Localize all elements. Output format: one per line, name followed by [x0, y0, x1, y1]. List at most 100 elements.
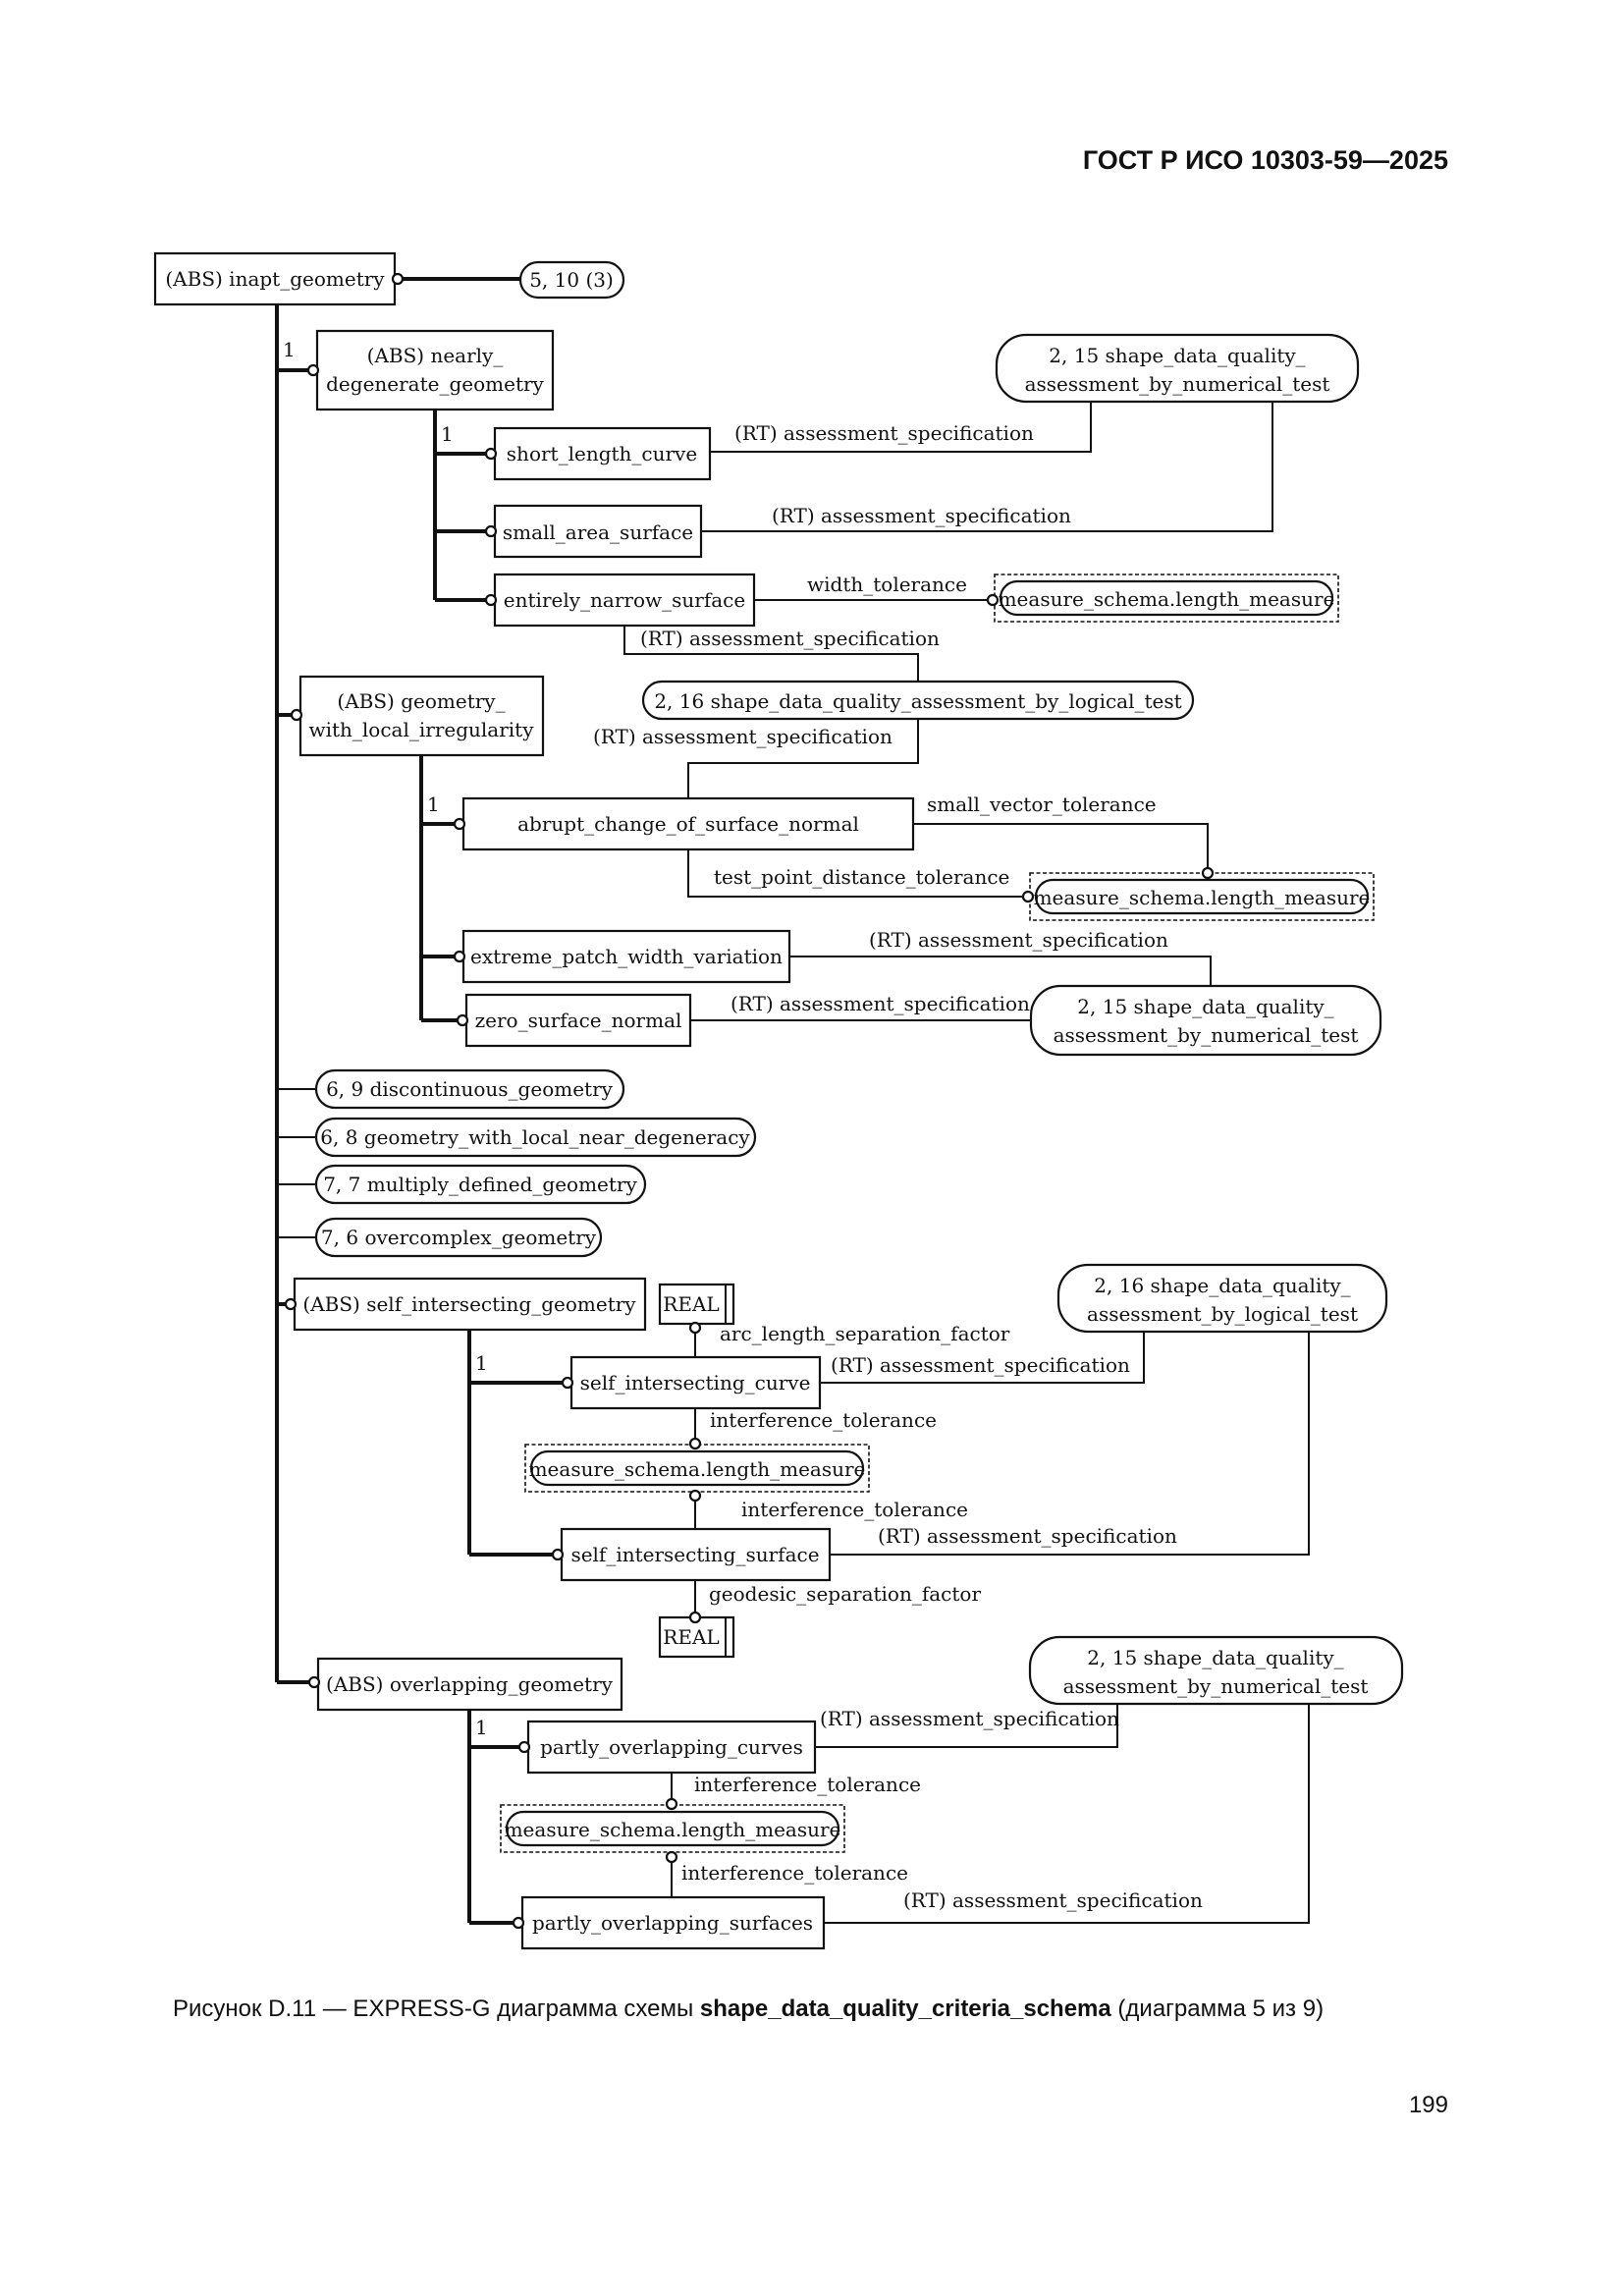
simple-type-real-bottom: REAL [658, 1615, 735, 1659]
ref-numerical-test-top: 2, 15 shape_data_quality_ assessment_by_… [995, 333, 1360, 404]
label-interference-tolerance-surfaces: interference_tolerance [681, 1861, 908, 1885]
svg-text:measure_schema.length_measure: measure_schema.length_measure [529, 1457, 866, 1481]
label-rt-small-area-surface: (RT) assessment_specification [772, 504, 1071, 527]
subtype-tree-local-irregularity: 1 [419, 755, 460, 1022]
subtype-tree-self-intersecting: 1 [467, 1330, 565, 1557]
svg-text:degenerate_geometry: degenerate_geometry [326, 372, 544, 396]
ref-discontinuous-geometry: 6, 9 discontinuous_geometry [314, 1068, 625, 1110]
ref-length-measure-2: measure_schema.length_measure [1029, 872, 1375, 921]
label-rt-self-intersecting-surface: (RT) assessment_specification [878, 1524, 1177, 1548]
entity-nearly-degenerate-geometry: (ABS) nearly_ degenerate_geometry [315, 329, 555, 411]
ref-geometry-with-local-near-degeneracy: 6, 8 geometry_with_local_near_degeneracy [314, 1117, 757, 1158]
svg-text:5, 10 (3): 5, 10 (3) [529, 268, 614, 292]
svg-text:partly_overlapping_curves: partly_overlapping_curves [540, 1735, 803, 1759]
svg-text:(ABS) geometry_: (ABS) geometry_ [337, 689, 505, 713]
svg-text:short_length_curve: short_length_curve [507, 442, 697, 465]
express-g-diagram: (ABS) inapt_geometry (ABS) nearly_ degen… [153, 251, 1404, 1950]
entity-overlapping-geometry: (ABS) overlapping_geometry [316, 1657, 623, 1712]
svg-text:1: 1 [427, 793, 440, 816]
entity-self-intersecting-curve: self_intersecting_curve [569, 1355, 822, 1410]
svg-text:1: 1 [475, 1716, 488, 1739]
label-interference-tolerance-surface: interference_tolerance [741, 1498, 968, 1521]
entity-self-intersecting-geometry: (ABS) self_intersecting_geometry [293, 1277, 647, 1332]
label-small-vector-tolerance: small_vector_tolerance [927, 793, 1157, 816]
svg-text:measure_schema.length_measure: measure_schema.length_measure [1034, 886, 1371, 909]
label-rt-self-intersecting-curve: (RT) assessment_specification [831, 1353, 1130, 1377]
document-header: ГОСТ Р ИСО 10303-59—2025 [1082, 145, 1448, 175]
caption-prefix: Рисунок D.11 — EXPRESS-G диаграмма схемы [173, 1995, 700, 2022]
figure-caption: Рисунок D.11 — EXPRESS-G диаграмма схемы… [173, 1995, 1449, 2023]
label-rt-partly-overlapping-surfaces: (RT) assessment_specification [903, 1888, 1203, 1912]
ref-length-measure-3: measure_schema.length_measure [524, 1444, 870, 1493]
label-arc-length-separation-factor: arc_length_separation_factor [720, 1322, 1010, 1345]
label-interference-tolerance-curves: interference_tolerance [694, 1773, 921, 1796]
caption-schema-name: shape_data_quality_criteria_schema [699, 1995, 1111, 2022]
label-rt-partly-overlapping-curves: (RT) assessment_specification [820, 1707, 1119, 1730]
label-width-tolerance: width_tolerance [807, 573, 967, 596]
svg-text:assessment_by_numerical_test: assessment_by_numerical_test [1054, 1023, 1359, 1047]
svg-text:assessment_by_numerical_test: assessment_by_numerical_test [1025, 372, 1330, 396]
entity-partly-overlapping-surfaces: partly_overlapping_surfaces [520, 1895, 826, 1950]
svg-text:2, 15 shape_data_quality_: 2, 15 shape_data_quality_ [1077, 995, 1333, 1018]
subtype-tree-nearly-degenerate: 1 [433, 410, 488, 602]
svg-text:(ABS) inapt_geometry: (ABS) inapt_geometry [165, 267, 385, 291]
svg-text:measure_schema.length_measure: measure_schema.length_measure [999, 587, 1335, 611]
ref-overcomplex-geometry: 7, 6 overcomplex_geometry [314, 1217, 603, 1258]
subtype-tree-overlapping: 1 [467, 1710, 521, 1925]
svg-text:partly_overlapping_surfaces: partly_overlapping_surfaces [532, 1911, 813, 1935]
entity-short-length-curve: short_length_curve [493, 426, 712, 481]
label-test-point-distance-tolerance: test_point_distance_tolerance [714, 865, 1009, 889]
ref-numerical-test-mid: 2, 15 shape_data_quality_ assessment_by_… [1029, 984, 1382, 1057]
ref-length-measure-1: measure_schema.length_measure [994, 574, 1339, 623]
subtype-tree-inapt-geometry: 1 [275, 304, 316, 1684]
entity-inapt-geometry: (ABS) inapt_geometry [153, 251, 397, 306]
svg-text:7, 7 multiply_defined_geometry: 7, 7 multiply_defined_geometry [323, 1173, 637, 1196]
svg-text:1: 1 [475, 1351, 488, 1375]
attribute-labels: (RT) assessment_specification (RT) asses… [593, 421, 1203, 1912]
ref-5-10: 5, 10 (3) [518, 260, 625, 300]
svg-text:REAL: REAL [663, 1292, 719, 1316]
label-rt-entirely-narrow-surface: (RT) assessment_specification [640, 627, 940, 650]
label-geodesic-separation-factor: geodesic_separation_factor [709, 1582, 981, 1606]
entity-small-area-surface: small_area_surface [493, 504, 703, 559]
svg-text:measure_schema.length_measure: measure_schema.length_measure [505, 1818, 841, 1841]
ref-length-measure-4: measure_schema.length_measure [500, 1804, 845, 1853]
svg-text:REAL: REAL [663, 1625, 719, 1649]
entity-abrupt-change-of-surface-normal: abrupt_change_of_surface_normal [461, 796, 915, 851]
simple-type-real-top: REAL [658, 1283, 735, 1326]
entity-entirely-narrow-surface: entirely_narrow_surface [493, 573, 756, 628]
svg-text:small_area_surface: small_area_surface [503, 520, 693, 544]
svg-text:6, 8 geometry_with_local_near_: 6, 8 geometry_with_local_near_degeneracy [320, 1125, 750, 1149]
page-number: 199 [1408, 2092, 1448, 2118]
svg-text:1: 1 [283, 338, 296, 361]
svg-text:abrupt_change_of_surface_norma: abrupt_change_of_surface_normal [517, 812, 859, 836]
svg-text:assessment_by_numerical_test: assessment_by_numerical_test [1063, 1674, 1369, 1698]
entity-geometry-with-local-irregularity: (ABS) geometry_ with_local_irregularity [298, 675, 545, 757]
svg-text:2, 16 shape_data_quality_asses: 2, 16 shape_data_quality_assessment_by_l… [654, 689, 1181, 713]
entity-zero-surface-normal: zero_surface_normal [464, 993, 692, 1048]
ref-multiply-defined-geometry: 7, 7 multiply_defined_geometry [314, 1164, 647, 1205]
svg-text:(ABS) nearly_: (ABS) nearly_ [367, 344, 504, 367]
svg-text:6, 9 discontinuous_geometry: 6, 9 discontinuous_geometry [326, 1077, 614, 1101]
svg-text:self_intersecting_surface: self_intersecting_surface [570, 1543, 819, 1566]
ref-logical-test-wide: 2, 16 shape_data_quality_assessment_by_l… [641, 680, 1195, 721]
svg-text:extreme_patch_width_variation: extreme_patch_width_variation [470, 945, 783, 968]
attribute-lines [623, 402, 1310, 1924]
subtype-circles [284, 272, 574, 1930]
svg-text:2, 15 shape_data_quality_: 2, 15 shape_data_quality_ [1087, 1646, 1343, 1669]
entity-self-intersecting-surface: self_intersecting_surface [560, 1527, 832, 1582]
svg-text:self_intersecting_curve: self_intersecting_curve [580, 1371, 811, 1394]
svg-text:7, 6 overcomplex_geometry: 7, 6 overcomplex_geometry [321, 1226, 597, 1249]
svg-text:1: 1 [441, 422, 454, 446]
svg-text:entirely_narrow_surface: entirely_narrow_surface [504, 588, 745, 612]
svg-text:2, 15 shape_data_quality_: 2, 15 shape_data_quality_ [1049, 344, 1305, 367]
label-rt-extreme-patch: (RT) assessment_specification [869, 928, 1168, 952]
svg-text:(ABS) overlapping_geometry: (ABS) overlapping_geometry [326, 1672, 614, 1696]
label-rt-abrupt-change: (RT) assessment_specification [593, 725, 893, 748]
entity-partly-overlapping-curves: partly_overlapping_curves [526, 1720, 817, 1775]
ref-numerical-test-overlapping: 2, 15 shape_data_quality_ assessment_by_… [1028, 1635, 1404, 1706]
svg-text:2, 16 shape_data_quality_: 2, 16 shape_data_quality_ [1094, 1274, 1350, 1297]
label-rt-zero-surface-normal: (RT) assessment_specification [730, 992, 1030, 1015]
label-rt-short-length-curve: (RT) assessment_specification [734, 421, 1034, 445]
svg-text:(ABS) self_intersecting_geomet: (ABS) self_intersecting_geometry [302, 1292, 636, 1316]
